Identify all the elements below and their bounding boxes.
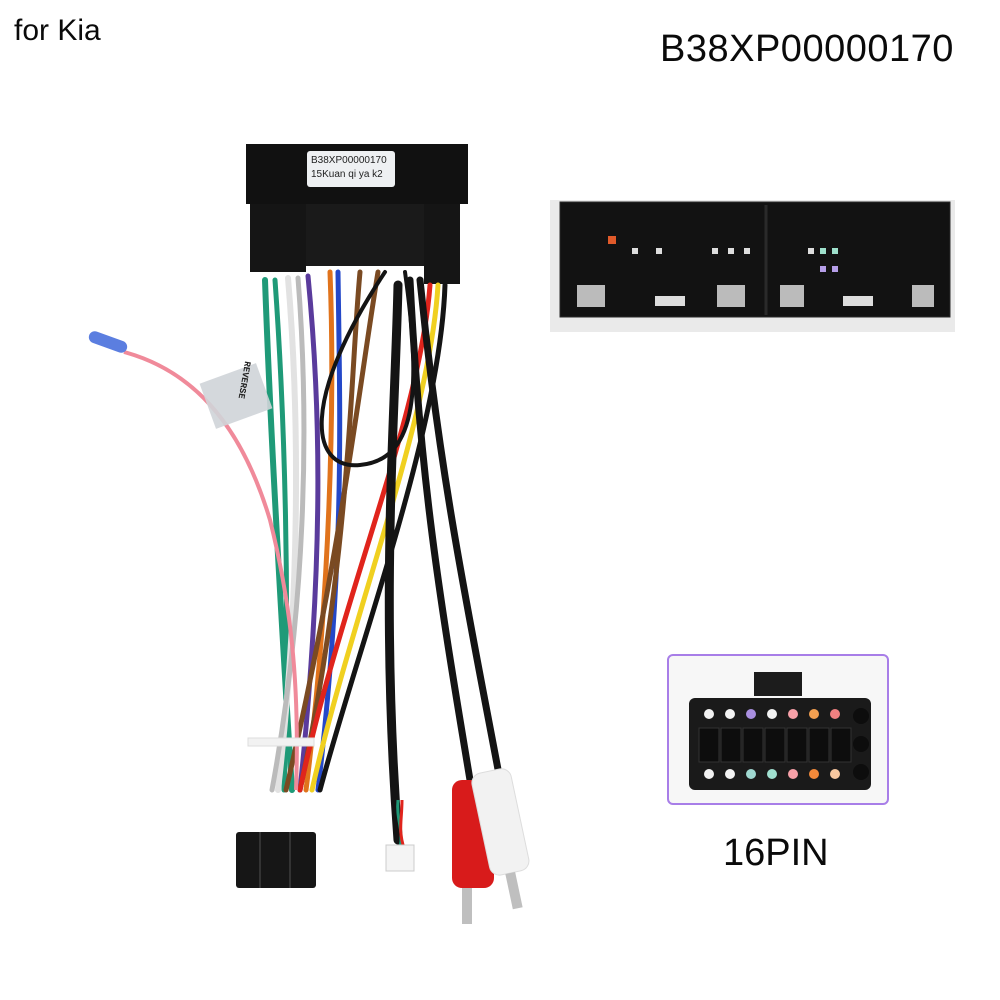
16pin-inset-frame: [667, 654, 889, 805]
part-number: B38XP00000170: [660, 28, 954, 70]
vehicle-label: for Kia: [14, 14, 101, 47]
usb-jst-connector: [385, 799, 415, 872]
16pin-plug: [236, 832, 316, 888]
connector-label-line1: B38XP00000170: [311, 155, 387, 166]
cable-tie: [247, 737, 315, 747]
pin-count-label: 16PIN: [723, 832, 829, 874]
rca-white-plug: [471, 768, 530, 910]
vehicle-connector-face: [550, 200, 955, 332]
main-vehicle-connector: [246, 144, 468, 284]
connector-label-line2: 15Kuan qi ya k2: [311, 169, 383, 180]
connector-label-sticker: B38XP00000170 15Kuan qi ya k2: [307, 151, 395, 187]
wire-bundle: [262, 269, 504, 845]
reverse-wire: [88, 331, 299, 791]
16pin-connector-face: [689, 672, 871, 790]
